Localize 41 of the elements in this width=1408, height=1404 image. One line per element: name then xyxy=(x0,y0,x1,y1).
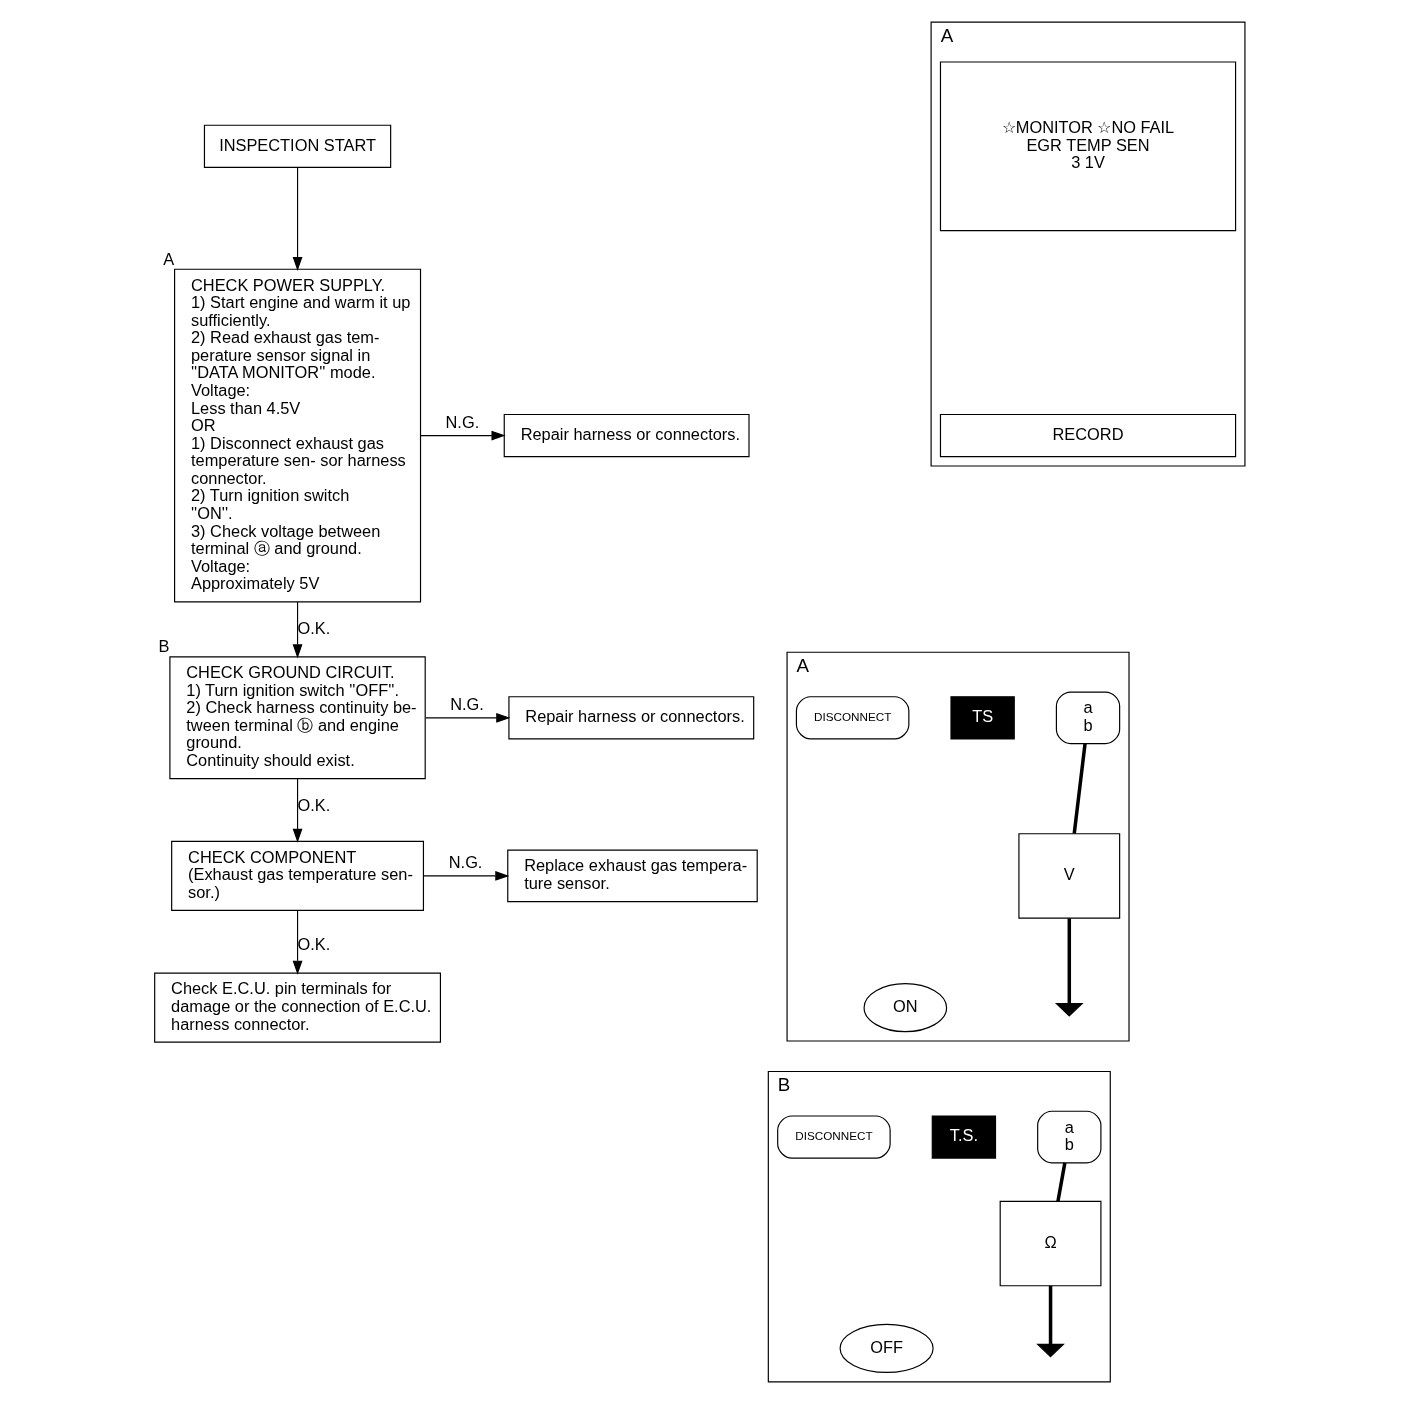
arrow xyxy=(419,430,506,441)
arrow xyxy=(292,778,302,843)
connector xyxy=(1072,743,1087,834)
edge-label: N.G. xyxy=(445,412,479,431)
node-ellipse: ON xyxy=(863,983,947,1033)
node-box: INSPECTION START xyxy=(203,124,391,168)
edge-label: O.K. xyxy=(297,618,330,637)
node-ground xyxy=(1054,1002,1084,1017)
node-box: V xyxy=(1017,833,1120,919)
arrow xyxy=(424,712,510,723)
node-box: Repair harness or connectors. xyxy=(507,696,754,740)
arrow xyxy=(422,870,509,881)
node-label: A xyxy=(162,249,174,268)
edge-label: N.G. xyxy=(448,852,482,871)
connector xyxy=(1067,918,1071,1004)
edge-label: O.K. xyxy=(297,934,330,953)
node-box: Check E.C.U. pin terminals for damage or the connection of E.C.U. harness connector. xyxy=(153,972,441,1043)
node-box: TS xyxy=(949,696,1015,740)
node-box: Repair harness or connectors. xyxy=(503,413,750,458)
node-box: CHECK COMPONENT (Exhaust gas temperature sen- sor.) xyxy=(170,840,424,912)
connector xyxy=(1048,1285,1052,1345)
arrow xyxy=(292,910,302,975)
arrow xyxy=(292,601,302,659)
node-box: DISCONNECT xyxy=(795,696,909,740)
node-box: ☆MONITOR ☆NO FAIL EGR TEMP SEN 3 1V xyxy=(939,61,1236,232)
node-box: Replace exhaust gas tempera- ture sensor. xyxy=(506,849,758,903)
node-label: B xyxy=(158,637,170,656)
node-box: CHECK POWER SUPPLY. 1) Start engine and warm it up sufficiently. 2) Read exhaust gas tem- perature sensor signal in ''DATA MONITOR'' mode. Voltage: Less than 4.5V OR 1) Disconnect exhaust gas temperature sen- sor harness connector. 2) Turn ignition switch ''ON''. 3) Check voltage between terminal ⓐ and ground. Voltage: Approximately 5V xyxy=(173,268,421,603)
node-box: a b xyxy=(1055,691,1120,745)
node-box: a b xyxy=(1036,1110,1101,1164)
node-box: DISCONNECT xyxy=(776,1115,891,1159)
node-ellipse: OFF xyxy=(839,1323,934,1374)
connector xyxy=(1055,1162,1067,1202)
node-ground xyxy=(1035,1343,1065,1358)
node-box: CHECK GROUND CIRCUIT. 1) Turn ignition switch ''OFF''. 2) Check harness continuity be- tween terminal ⓑ and engine ground. Continuity should exist. xyxy=(168,656,426,780)
node-box: RECORD xyxy=(939,413,1236,458)
edge-label: N.G. xyxy=(449,694,484,713)
node-box: T.S. xyxy=(931,1115,996,1159)
edge-label: O.K. xyxy=(297,795,330,814)
node-box: Ω xyxy=(999,1200,1101,1287)
arrow xyxy=(292,167,302,271)
